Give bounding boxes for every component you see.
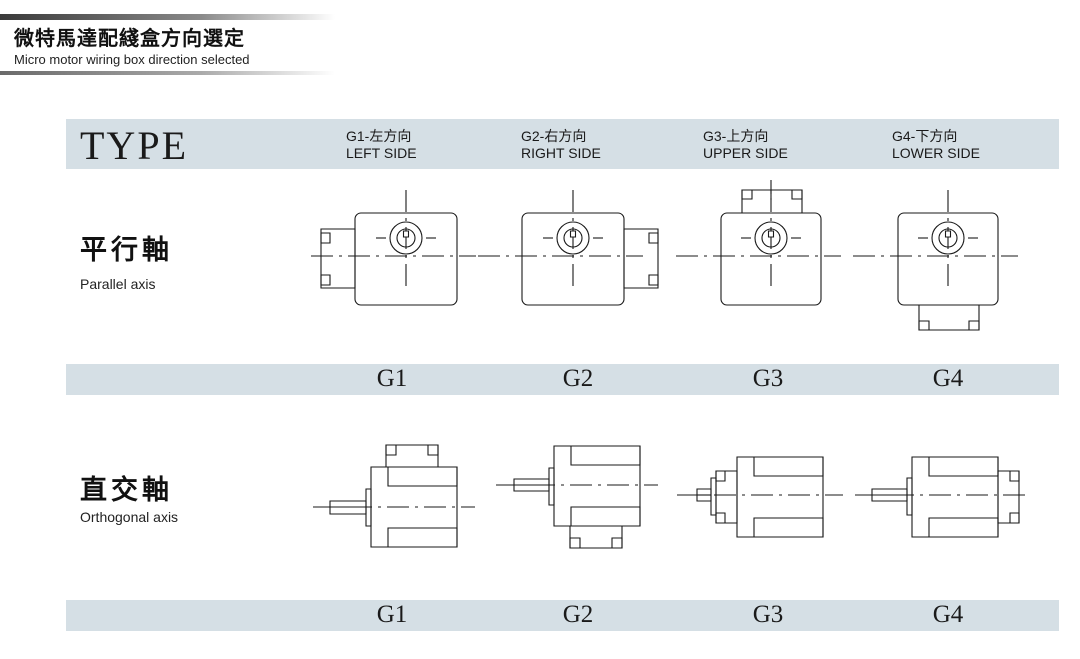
- parallel-code-g3: G3: [752, 365, 784, 392]
- orthogonal-code-g4: G4: [932, 601, 964, 628]
- parallel-g3-drawing: [675, 180, 842, 305]
- column-header-g2-en: RIGHT SIDE: [521, 145, 601, 161]
- orthogonal-g2-drawing: [496, 446, 658, 548]
- page-subtitle: Micro motor wiring box direction selecte…: [14, 52, 250, 67]
- column-header-g4-en: LOWER SIDE: [892, 145, 980, 161]
- heading-underline: [0, 71, 335, 75]
- column-header-g3-zh: G3-上方向: [703, 128, 769, 144]
- column-header-g4-zh: G4-下方向: [892, 128, 958, 144]
- parallel-g4-drawing: [852, 189, 1019, 330]
- column-header-g3: G3-上方向 UPPER SIDE: [703, 128, 788, 162]
- parallel-code-g4: G4: [932, 365, 964, 392]
- row-label-orthogonal-zh: 直交軸: [80, 475, 173, 506]
- column-header-g4: G4-下方向 LOWER SIDE: [892, 128, 980, 162]
- parallel-g1-drawing: [310, 189, 477, 305]
- page-title: 微特馬達配綫盒方向選定: [14, 26, 245, 50]
- orthogonal-code-g1: G1: [376, 601, 408, 628]
- heading-accent-bar: [0, 14, 335, 20]
- parallel-code-g1: G1: [376, 365, 408, 392]
- column-header-g2-zh: G2-右方向: [521, 128, 587, 144]
- parallel-g2-drawing: [477, 189, 658, 305]
- orthogonal-code-g2: G2: [562, 601, 594, 628]
- column-header-g1-en: LEFT SIDE: [346, 145, 417, 161]
- orthogonal-g3-drawing: [677, 457, 843, 537]
- type-label: TYPE: [80, 123, 188, 168]
- orthogonal-g4-drawing: [855, 457, 1030, 537]
- parallel-code-g2: G2: [562, 365, 594, 392]
- column-header-g1: G1-左方向 LEFT SIDE: [346, 128, 417, 162]
- row-label-parallel-en: Parallel axis: [80, 276, 156, 292]
- orthogonal-code-g3: G3: [752, 601, 784, 628]
- orthogonal-g1-drawing: [313, 445, 475, 547]
- column-header-g1-zh: G1-左方向: [346, 128, 412, 144]
- column-header-g2: G2-右方向 RIGHT SIDE: [521, 128, 601, 162]
- column-header-g3-en: UPPER SIDE: [703, 145, 788, 161]
- parallel-code-band: [66, 364, 1059, 395]
- row-label-parallel-zh: 平行軸: [80, 235, 173, 266]
- row-label-orthogonal-en: Orthogonal axis: [80, 509, 179, 525]
- type-header-band: [66, 119, 1059, 169]
- orthogonal-code-band: [66, 600, 1059, 631]
